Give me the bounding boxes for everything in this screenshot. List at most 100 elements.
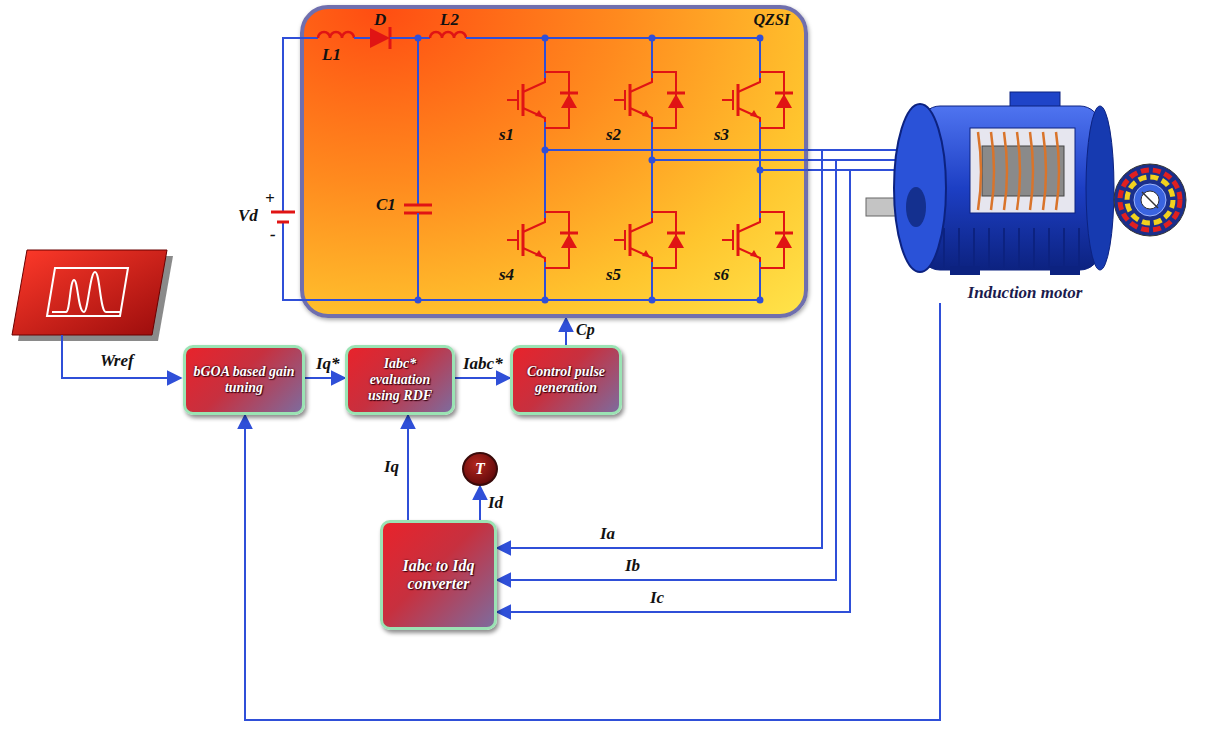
process-box: Iabc* evaluation using RDF: [345, 345, 455, 415]
process-box: bGOA based gain tuning: [183, 345, 305, 415]
wire: [958, 228, 960, 268]
signal-label: Iq*: [316, 355, 340, 374]
junction-dot: [649, 35, 656, 42]
switch-label: s2: [606, 126, 621, 145]
node-text: Induction motor: [968, 283, 1083, 303]
wire: [271, 211, 295, 214]
wire: [775, 232, 793, 235]
wire: [667, 232, 685, 235]
node-text: bGOA based gain tuning: [192, 364, 296, 396]
junction-dot: [542, 147, 549, 154]
wire: [988, 228, 990, 268]
wire: [973, 228, 975, 268]
junction-dot: [542, 297, 549, 304]
signal-connector: [245, 303, 940, 720]
switch-label: s3: [714, 126, 729, 145]
motor-part: [1056, 132, 1059, 210]
signal-connector: [407, 415, 409, 520]
node-text: Control pulse generation: [519, 364, 613, 396]
wire: [283, 222, 760, 300]
wire: [517, 230, 519, 250]
wire: [775, 92, 793, 95]
junction-dot: [415, 35, 422, 42]
motor-part: [1086, 106, 1114, 270]
icon-frame: [47, 268, 128, 316]
motor-part: [970, 128, 1075, 213]
wire: [560, 232, 578, 235]
wire: [1018, 228, 1020, 268]
wire: [1063, 228, 1065, 268]
switch-label: s1: [499, 126, 514, 145]
wire: [544, 38, 546, 78]
motor-part: [950, 266, 980, 275]
junction-dot: [542, 35, 549, 42]
wire: [523, 248, 545, 262]
wire: [466, 37, 760, 39]
igbt-arrow: [535, 110, 543, 117]
wire: [651, 122, 653, 218]
wire: [283, 38, 318, 212]
motor-part: [1017, 132, 1020, 210]
wire: [738, 108, 760, 122]
diode-symbol: [668, 94, 684, 108]
wire: [722, 99, 733, 101]
wire: [629, 224, 632, 256]
diode-symbol: [776, 234, 792, 248]
wire: [354, 37, 370, 39]
wire: [943, 228, 945, 268]
wire: [545, 149, 808, 151]
torque-oval: T: [462, 452, 498, 486]
wire: [760, 72, 784, 128]
wire: [544, 262, 546, 300]
wire: [651, 262, 653, 300]
wire: [624, 230, 626, 250]
wire: [652, 72, 676, 128]
wire: [523, 108, 545, 122]
signal-connector: [565, 318, 567, 345]
polarity-mark: -: [270, 226, 276, 245]
junction-dot: [649, 297, 656, 304]
igbt-arrow: [750, 110, 758, 117]
inductor-symbol: [318, 32, 354, 38]
wire: [652, 159, 808, 161]
motor-part: [991, 132, 994, 210]
wire: [737, 84, 740, 116]
component-label: L2: [440, 11, 459, 30]
wire: [517, 90, 519, 110]
wire: [417, 38, 419, 205]
switch-label: s4: [499, 266, 514, 285]
diode-symbol: [370, 28, 390, 48]
source-label: Vd: [238, 207, 258, 226]
signal-label: Ia: [600, 525, 615, 544]
motor-part: [894, 104, 946, 272]
switch-label: s6: [714, 266, 729, 285]
wire: [614, 239, 625, 241]
signal-label: Wref: [100, 352, 134, 371]
wire: [523, 218, 545, 232]
polarity-mark: +: [265, 190, 275, 209]
component-label: C1: [376, 196, 396, 215]
wire: [759, 122, 761, 218]
induction-motor: Induction motor: [860, 88, 1190, 303]
wire: [652, 212, 676, 268]
node-text: T: [475, 460, 485, 478]
wire: [667, 92, 685, 95]
wire: [560, 92, 578, 95]
wire: [507, 99, 518, 101]
wire: [860, 159, 900, 161]
wire: [1048, 228, 1050, 268]
diode-symbol: [561, 234, 577, 248]
signal-label: Id: [488, 494, 503, 513]
motor-part: [1004, 132, 1007, 210]
wire: [860, 149, 900, 151]
signal-label: Ib: [625, 557, 640, 576]
motor-part: [1134, 184, 1166, 216]
reference-wire: [62, 335, 181, 378]
wire: [523, 78, 545, 92]
signal-connector: [479, 486, 481, 520]
component-label: D: [374, 11, 386, 30]
signal-label: Ic: [650, 589, 664, 608]
motor-part: [1114, 164, 1186, 236]
wire: [630, 78, 652, 92]
